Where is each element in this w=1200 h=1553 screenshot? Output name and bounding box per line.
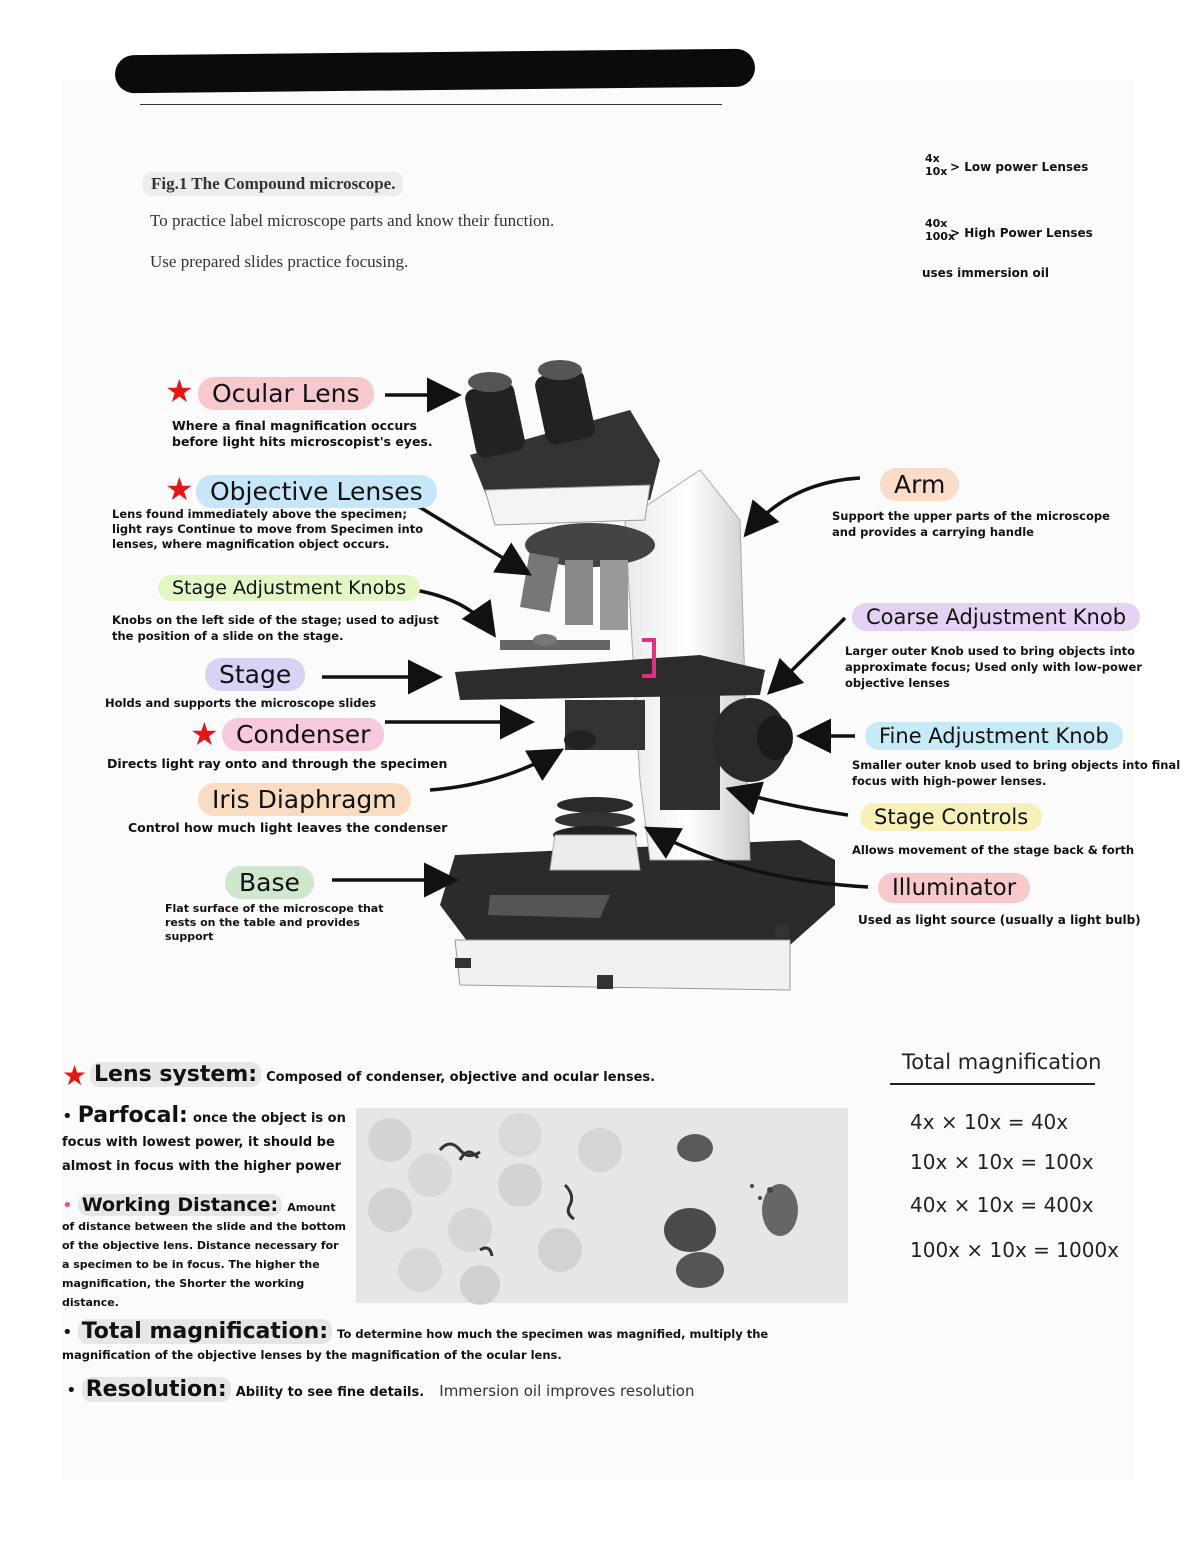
- label-ocular-lens: Ocular Lens: [198, 377, 374, 410]
- bullet-icon: •: [66, 1380, 77, 1401]
- desc-base: Flat surface of the microscope that rest…: [165, 902, 384, 943]
- label-condenser: Condenser: [222, 718, 385, 751]
- note-lens-system: Lens system: Composed of condenser, obje…: [90, 1062, 830, 1087]
- oil-note: uses immersion oil: [922, 266, 1050, 280]
- illuminator-lamp: [549, 797, 641, 871]
- desc-coarse-adjustment-knob: Larger outer Knob used to bring objects …: [845, 644, 1143, 690]
- star-icon: ★: [165, 471, 194, 507]
- desc-objective-lenses: Lens found immediately above the specime…: [112, 507, 424, 551]
- star-icon: ★: [190, 716, 219, 752]
- low-power-text: Low power Lenses: [964, 160, 1089, 174]
- bullet-icon: •: [62, 1322, 73, 1343]
- desc-stage: Holds and supports the microscope slides: [105, 696, 377, 710]
- text-lens-system: Composed of condenser, objective and ocu…: [266, 1070, 656, 1085]
- focus-knobs: [712, 698, 793, 782]
- instruction-line-2: Use prepared slides practice focusing.: [150, 252, 409, 271]
- desc-ocular-lens: Where a final magnification occurs befor…: [172, 418, 433, 449]
- magnification-row: 4x × 10x = 40x: [910, 1110, 1069, 1134]
- magnification-row: 40x × 10x = 400x: [910, 1193, 1094, 1217]
- header-rule: [140, 104, 722, 105]
- mag-objective: 10x: [910, 1150, 948, 1174]
- mag-objective: 4x: [910, 1110, 935, 1134]
- magnification-title-underline: [890, 1083, 1095, 1085]
- note-40x: 40x: [925, 217, 948, 230]
- label-base: Base: [225, 866, 314, 899]
- label-objective-lenses: Objective Lenses: [196, 475, 437, 508]
- high-power-text: High Power Lenses: [964, 226, 1093, 240]
- label-illuminator: Illuminator: [878, 873, 1031, 903]
- mag-result: 1000x: [1056, 1238, 1120, 1262]
- mag-ocular: 10x: [964, 1110, 1002, 1134]
- label-stage: Stage: [205, 658, 306, 691]
- note-100x: 100x: [925, 230, 956, 243]
- note-4x: 4x: [925, 152, 940, 165]
- text-parfocal: once the object is on focus with lowest …: [62, 1111, 346, 1174]
- high-power-values: 40x 100x: [925, 217, 955, 243]
- note-working-distance: • Working Distance: Amount of distance b…: [62, 1194, 347, 1311]
- desc-iris-diaphragm: Control how much light leaves the conden…: [128, 820, 448, 835]
- low-power-label: > Low power Lenses: [950, 160, 1089, 174]
- blood-smear-photo: [356, 1108, 848, 1305]
- note-total-magnification: • Total magnification: To determine how …: [62, 1319, 822, 1365]
- label-arm: Arm: [880, 468, 960, 501]
- mag-objective: 40x: [910, 1193, 948, 1217]
- mag-result: 100x: [1043, 1150, 1094, 1174]
- microscope-stage: [455, 634, 765, 700]
- instruction-line-1: To practice label microscope parts and k…: [150, 211, 555, 230]
- label-coarse-adjustment-knob: Coarse Adjustment Knob: [852, 603, 1141, 631]
- magnification-row: 10x × 10x = 100x: [910, 1150, 1094, 1174]
- arrow-stage-adjust: [414, 588, 496, 638]
- magnification-title: Total magnification: [902, 1050, 1102, 1074]
- arrow-coarse: [767, 616, 847, 695]
- working-distance-bracket: [642, 638, 656, 678]
- note-parfocal: • Parfocal: once the object is on focus …: [62, 1105, 347, 1178]
- arrow-stage-controls: [725, 781, 849, 817]
- mag-ocular: 10x: [976, 1193, 1015, 1217]
- note-resolution: • Resolution: Ability to see fine detail…: [66, 1377, 826, 1402]
- star-icon: ★: [165, 373, 194, 409]
- desc-fine-adjustment-knob: Smaller outer knob used to bring objects…: [852, 758, 1181, 788]
- mag-ocular: 10x: [989, 1238, 1027, 1262]
- mag-objective: 100x: [910, 1238, 961, 1262]
- figure-title: Fig.1 The Compound microscope.: [143, 172, 404, 196]
- condenser-assembly: [564, 700, 645, 750]
- term-lens-system: Lens system:: [90, 1062, 262, 1087]
- desc-arm: Support the upper parts of the microscop…: [832, 509, 1110, 539]
- text-total-magnification: To determine how much the specimen was m…: [62, 1327, 769, 1362]
- bullet-icon: •: [62, 1195, 73, 1216]
- arrow-illuminator: [643, 826, 869, 889]
- low-power-values: 4x 10x: [925, 152, 947, 178]
- term-parfocal: Parfocal:: [77, 1103, 188, 1128]
- text-resolution-extra: Immersion oil improves resolution: [439, 1382, 695, 1400]
- bullet-icon: •: [62, 1106, 73, 1127]
- label-stage-controls: Stage Controls: [860, 803, 1043, 831]
- desc-stage-controls: Allows movement of the stage back & fort…: [852, 843, 1135, 857]
- desc-stage-adjustment-knobs: Knobs on the left side of the stage; use…: [112, 613, 439, 643]
- note-10x: 10x: [925, 165, 948, 178]
- microscope-head: [465, 360, 660, 526]
- arrow-iris: [429, 748, 565, 792]
- text-working-distance: Amount of distance between the slide and…: [62, 1201, 346, 1309]
- high-power-label: > High Power Lenses: [950, 226, 1093, 240]
- arrow-arm: [743, 476, 861, 538]
- label-arrows: [322, 377, 869, 898]
- magnification-row: 100x × 10x = 1000x: [910, 1238, 1120, 1262]
- label-iris-diaphragm: Iris Diaphragm: [198, 783, 411, 816]
- label-stage-adjustment-knobs: Stage Adjustment Knobs: [158, 575, 421, 601]
- text-resolution: Ability to see fine details.: [235, 1385, 425, 1400]
- star-icon: ★: [62, 1060, 88, 1091]
- term-total-magnification: Total magnification:: [77, 1319, 333, 1344]
- arrow-objective: [407, 498, 532, 576]
- desc-condenser: Directs light ray onto and through the s…: [107, 756, 448, 771]
- mag-ocular: 10x: [976, 1150, 1015, 1174]
- term-resolution: Resolution:: [81, 1377, 231, 1402]
- mag-result: 40x: [1030, 1110, 1069, 1134]
- label-fine-adjustment-knob: Fine Adjustment Knob: [865, 722, 1123, 750]
- term-working-distance: Working Distance:: [77, 1194, 283, 1216]
- mag-result: 400x: [1043, 1193, 1094, 1217]
- desc-illuminator: Used as light source (usually a light bu…: [858, 913, 1141, 927]
